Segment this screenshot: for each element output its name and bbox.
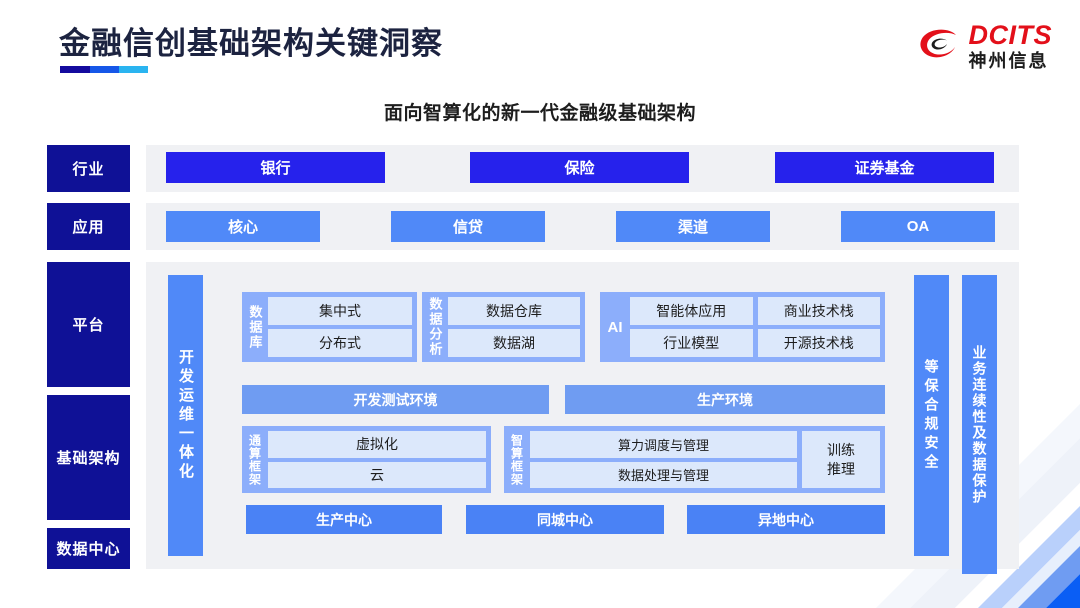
compliance-security-bar[interactable]: 等保合规安全 [914,275,949,556]
dcits-logo: DCITS 神州信息 [916,18,1053,74]
database-cell-1[interactable]: 分布式 [268,329,412,357]
row-label-datacenter: 数据中心 [47,528,130,569]
data-analysis-group-title: 数据分析 [427,297,443,357]
title-underline [60,66,148,73]
intelligent-compute-side-cell[interactable]: 训练 推理 [802,431,880,488]
data-analysis-cell-1[interactable]: 数据湖 [448,329,580,357]
intelligent-compute-group-title: 智算框架 [509,433,524,486]
industry-item-1[interactable]: 保险 [470,152,689,183]
row-label-platform: 平台 [47,262,130,387]
general-compute-cell-1[interactable]: 云 [268,461,486,488]
environment-item-1[interactable]: 生产环境 [565,385,885,414]
application-item-3[interactable]: OA [841,211,995,242]
industry-item-0[interactable]: 银行 [166,152,385,183]
ai-cell-1[interactable]: 商业技术栈 [757,297,880,325]
ai-cell-0[interactable]: 智能体应用 [630,297,753,325]
devops-bar[interactable]: 开发运维一体化 [168,275,203,556]
general-compute-group: 通算框架 虚拟化 云 [242,426,491,493]
application-item-2[interactable]: 渠道 [616,211,770,242]
ai-cell-2[interactable]: 行业模型 [630,329,753,357]
row-label-application: 应用 [47,203,130,250]
general-compute-group-title: 通算框架 [247,433,262,486]
database-cell-0[interactable]: 集中式 [268,297,412,325]
logo-text-en: DCITS [968,20,1052,50]
data-analysis-group: 数据分析 数据仓库 数据湖 [422,292,585,362]
business-continuity-bar[interactable]: 业务连续性及数据保护 [962,275,997,574]
data-analysis-cell-0[interactable]: 数据仓库 [448,297,580,325]
logo-text-cn: 神州信息 [968,51,1049,71]
row-label-infrastructure: 基础架构 [47,395,130,520]
datacenter-item-1[interactable]: 同城中心 [466,505,664,534]
application-item-0[interactable]: 核心 [166,211,320,242]
diagram-subtitle: 面向智算化的新一代金融级基础架构 [383,103,696,124]
intelligent-compute-group: 智算框架 算力调度与管理 数据处理与管理 训练 推理 [504,426,885,493]
industry-item-2[interactable]: 证券基金 [775,152,994,183]
application-item-1[interactable]: 信贷 [391,211,545,242]
general-compute-cell-0[interactable]: 虚拟化 [268,431,486,458]
environment-item-0[interactable]: 开发测试环境 [242,385,549,414]
database-group-title: 数据库 [247,304,263,350]
ai-group-title: AI [607,318,623,336]
intelligent-compute-cell-0[interactable]: 算力调度与管理 [530,431,797,458]
page-header: 金融信创基础架构关键洞察 DCITS 神州信息 [0,0,1080,90]
swoosh-icon [916,23,962,69]
database-group: 数据库 集中式 分布式 [242,292,417,362]
page-title: 金融信创基础架构关键洞察 [59,26,443,61]
datacenter-item-0[interactable]: 生产中心 [246,505,442,534]
row-label-industry: 行业 [47,145,130,192]
intelligent-compute-cell-1[interactable]: 数据处理与管理 [530,461,797,488]
datacenter-item-2[interactable]: 异地中心 [687,505,885,534]
ai-group: AI 智能体应用 商业技术栈 行业模型 开源技术栈 [600,292,885,362]
ai-cell-3[interactable]: 开源技术栈 [757,329,880,357]
